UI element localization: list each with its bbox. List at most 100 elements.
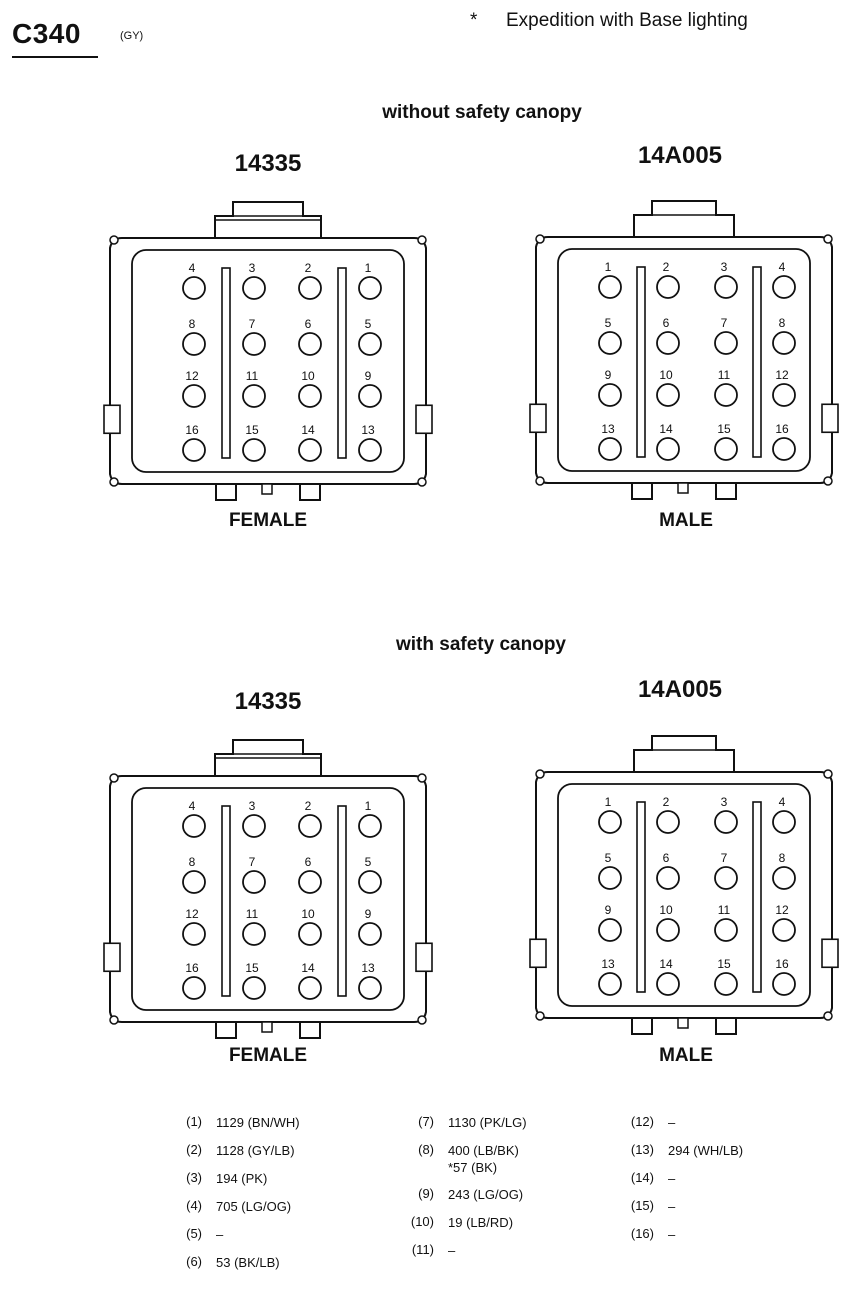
pin-cavity <box>182 814 206 838</box>
legend-pin: (9) <box>418 1186 434 1201</box>
corner-latch <box>109 235 119 245</box>
corner-latch <box>823 1011 833 1021</box>
pin-number: 11 <box>718 368 731 382</box>
footnote-text: Expedition with Base lighting <box>506 10 748 31</box>
female-part-number: 14335 <box>234 150 302 177</box>
pin-cavity <box>714 918 738 942</box>
bottom-key <box>631 1017 653 1035</box>
pin-cavity <box>772 918 796 942</box>
side-tab <box>529 403 547 434</box>
corner-latch <box>109 773 119 783</box>
pin-number: 2 <box>663 795 670 809</box>
bottom-key <box>715 482 737 500</box>
connector-inner-shell <box>557 248 811 472</box>
footnote: * Expedition with Base lighting <box>470 10 748 32</box>
pin-number: 15 <box>245 961 259 975</box>
pin-cavity <box>298 384 322 408</box>
bottom-key <box>715 1017 737 1035</box>
legend-pin: (11) <box>411 1242 434 1257</box>
pin-cavity <box>358 332 382 356</box>
pin-number: 12 <box>185 369 199 383</box>
pin-cavity <box>182 976 206 1000</box>
cavity-divider <box>636 266 646 458</box>
pin-number: 13 <box>361 961 375 975</box>
pin-cavity <box>598 866 622 890</box>
bottom-key <box>215 483 237 501</box>
male-label: MALE <box>659 510 713 531</box>
bottom-key <box>299 1021 321 1039</box>
pin-cavity <box>358 814 382 838</box>
pin-number: 14 <box>659 957 673 971</box>
pin-number: 10 <box>659 368 673 382</box>
pin-cavity <box>656 275 680 299</box>
pin-number: 13 <box>601 422 615 436</box>
pin-number: 9 <box>605 903 612 917</box>
pin-cavity <box>656 972 680 996</box>
connector-id-underline <box>12 56 98 58</box>
legend-circuit: 1128 (GY/LB) <box>216 1143 295 1158</box>
pin-number: 4 <box>779 795 786 809</box>
pin-number: 4 <box>189 261 196 275</box>
connector-inner-shell <box>131 249 405 473</box>
pin-cavity <box>358 276 382 300</box>
pin-number: 13 <box>361 423 375 437</box>
pin-number: 6 <box>305 855 312 869</box>
legend-circuit: 1129 (BN/WH) <box>216 1115 300 1130</box>
pin-cavity <box>358 384 382 408</box>
bottom-key <box>677 1017 689 1029</box>
pin-number: 11 <box>246 907 259 921</box>
pin-cavity <box>656 918 680 942</box>
pin-number: 3 <box>249 261 256 275</box>
pin-cavity <box>656 383 680 407</box>
pin-number: 8 <box>189 855 196 869</box>
pin-cavity <box>714 866 738 890</box>
pin-number: 5 <box>365 855 372 869</box>
legend-circuit: 53 (BK/LB) <box>216 1255 280 1270</box>
footnote-marker: * <box>470 10 478 31</box>
pin-cavity <box>714 972 738 996</box>
pin-cavity <box>298 332 322 356</box>
corner-latch <box>535 476 545 486</box>
legend-circuit: 19 (LB/RD) <box>448 1215 514 1230</box>
pin-number: 9 <box>365 907 372 921</box>
pin-cavity <box>656 866 680 890</box>
pin-cavity <box>358 438 382 462</box>
pin-number: 9 <box>605 368 612 382</box>
pin-cavity <box>598 810 622 834</box>
pin-cavity <box>242 976 266 1000</box>
pin-number: 1 <box>365 261 372 275</box>
pin-number: 10 <box>301 907 315 921</box>
bottom-key <box>261 1021 273 1033</box>
legend-circuit: 705 (LG/OG) <box>216 1199 292 1214</box>
pin-cavity <box>714 810 738 834</box>
cavity-divider <box>752 801 762 993</box>
pin-cavity <box>714 437 738 461</box>
legend-pin: (12) <box>630 1114 654 1129</box>
pin-cavity <box>182 332 206 356</box>
pin-number: 6 <box>663 851 670 865</box>
pin-cavity <box>358 976 382 1000</box>
pin-number: 12 <box>775 368 789 382</box>
pin-cavity <box>772 383 796 407</box>
pin-cavity <box>656 331 680 355</box>
cavity-divider <box>636 801 646 993</box>
cavity-divider <box>337 805 347 997</box>
pin-number: 7 <box>721 316 728 330</box>
pin-number: 15 <box>717 422 731 436</box>
legend-circuit: 1130 (PK/LG) <box>448 1115 527 1130</box>
pin-number: 12 <box>775 903 789 917</box>
legend-pin: (14) <box>630 1170 654 1185</box>
pin-cavity <box>242 922 266 946</box>
pin-cavity <box>772 972 796 996</box>
pin-number: 8 <box>779 316 786 330</box>
pin-cavity <box>242 870 266 894</box>
bottom-key <box>299 483 321 501</box>
pin-cavity <box>242 332 266 356</box>
pin-cavity <box>714 383 738 407</box>
pin-cavity <box>182 922 206 946</box>
pin-number: 2 <box>305 799 312 813</box>
side-tab <box>415 942 433 973</box>
pin-number: 1 <box>605 260 612 274</box>
